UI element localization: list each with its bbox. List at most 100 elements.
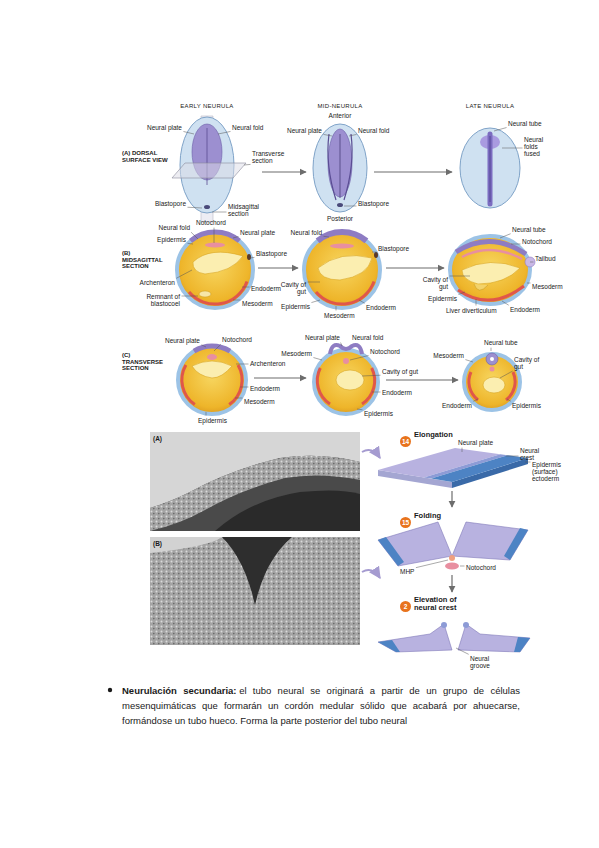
leader-line: [372, 392, 381, 393]
sagittal-section-mid: [330, 244, 354, 249]
part-label: Neural plate: [165, 337, 200, 344]
part-label: Cavity of gut: [278, 281, 306, 295]
part-label: Neural fold: [358, 127, 389, 134]
part-label: Anterior: [329, 112, 352, 119]
part-label: Neural plate: [147, 124, 182, 131]
sagittal-section-late: [456, 241, 526, 254]
transverse-section-late: [483, 377, 505, 393]
dorsal-view-early: [204, 205, 210, 209]
stage-arrow: [386, 379, 458, 380]
leader-line: [458, 292, 465, 294]
leader-line: [313, 358, 322, 360]
part-label: Blastopore: [378, 245, 409, 252]
stage-arrow: [374, 171, 452, 172]
elevation-schematic: [441, 622, 447, 628]
part-label: Epidermis: [198, 417, 227, 424]
leader-line: [462, 448, 463, 452]
transverse-section-mid: [330, 345, 362, 354]
stage-arrow: [262, 171, 306, 172]
dorsal-view-early: [172, 163, 246, 178]
leader-line: [500, 371, 513, 378]
leader-line: [362, 375, 381, 377]
transverse-section-late: [469, 372, 478, 400]
step-marker: 2Elevation of neural crest: [400, 595, 468, 613]
paragraph-heading: Neurulación secundaria:: [122, 685, 237, 696]
stage-arrow: [258, 267, 298, 268]
sagittal-section-mid: [318, 256, 372, 280]
leader-line: [341, 343, 342, 346]
sem-micrograph-b: [150, 537, 360, 645]
leader-line: [233, 300, 241, 301]
part-label: Neural fold: [232, 124, 263, 131]
elevation-schematic: [514, 637, 530, 652]
sagittal-section-mid: [304, 232, 380, 308]
folding-schematic: [378, 537, 404, 566]
step-number: 15: [400, 517, 411, 528]
leader-line: [450, 276, 471, 277]
transverse-section-early: [192, 361, 232, 378]
leader-line: [525, 462, 531, 463]
part-label: Blastopore: [358, 200, 389, 207]
part-label: Neural groove: [470, 655, 500, 669]
sagittal-section-late: [474, 284, 488, 290]
part-label: Neural plate: [305, 334, 340, 341]
leader-line: [191, 232, 198, 239]
sagittal-section-early: [199, 291, 211, 297]
dorsal-view-late: [460, 128, 520, 208]
row-heading: (C) TRANSVERSE SECTION: [122, 352, 172, 372]
part-label: Neural tube: [512, 226, 546, 233]
transverse-section-mid: [314, 345, 378, 414]
column-heading: LATE NEURULA: [466, 103, 515, 110]
part-label: Remnant of blastocoel: [136, 293, 180, 307]
sagittal-section-early: [177, 232, 253, 308]
part-label: Neural fold: [159, 224, 190, 231]
curved-arrow: [362, 450, 380, 578]
leader-line: [344, 206, 357, 207]
leader-line: [176, 270, 192, 278]
leader-line: [187, 243, 193, 245]
leader-line: [491, 348, 492, 351]
folding-schematic: [504, 528, 528, 560]
leader-line: [201, 345, 206, 347]
part-label: Epidermis: [364, 410, 393, 417]
part-label: Mesoderm: [532, 283, 563, 290]
part-label: Archenteron: [140, 279, 175, 286]
step-marker: 15Folding: [400, 511, 468, 528]
step-arrow: [451, 491, 452, 507]
part-label: Endoderm: [251, 285, 281, 292]
transverse-section-late: [506, 372, 515, 400]
bullet: [108, 688, 112, 692]
leader-line: [236, 364, 249, 365]
part-label: Blastopore: [155, 200, 186, 207]
transverse-section-early: [229, 365, 242, 405]
panel-letter: (A): [153, 435, 162, 442]
body-paragraph: Neurulación secundaria:el tubo neural se…: [122, 683, 520, 728]
sagittal-section-mid: [374, 252, 378, 258]
curved-arrow: [362, 570, 380, 578]
part-label: Epidermis: [157, 236, 186, 243]
part-label: Liver diverticulum: [446, 307, 497, 314]
part-label: Neural fold: [291, 229, 322, 236]
transverse-section-early: [194, 346, 230, 351]
leader-line: [494, 128, 507, 131]
step-number: 14: [400, 436, 411, 447]
transverse-section-mid: [362, 368, 375, 404]
leader-line: [182, 296, 199, 297]
step-heading: Elongation: [414, 431, 468, 439]
leader-line: [240, 387, 249, 388]
part-label: Mesoderm: [242, 300, 273, 307]
part-label: Endoderm: [382, 389, 412, 396]
folding-schematic: [378, 522, 528, 570]
leader-line: [214, 344, 221, 351]
part-label: Neural plate: [458, 439, 493, 446]
leader-line: [212, 212, 227, 213]
leader-line: [218, 131, 231, 134]
transverse-section-mid: [317, 368, 330, 404]
dorsal-view-late: [488, 134, 493, 204]
elevation-schematic: [378, 640, 400, 652]
transverse-section-mid: [314, 350, 378, 414]
dorsal-view-mid: [337, 203, 343, 207]
leader-line: [500, 234, 511, 238]
leader-line: [242, 287, 250, 288]
elevation-schematic: [458, 624, 530, 652]
